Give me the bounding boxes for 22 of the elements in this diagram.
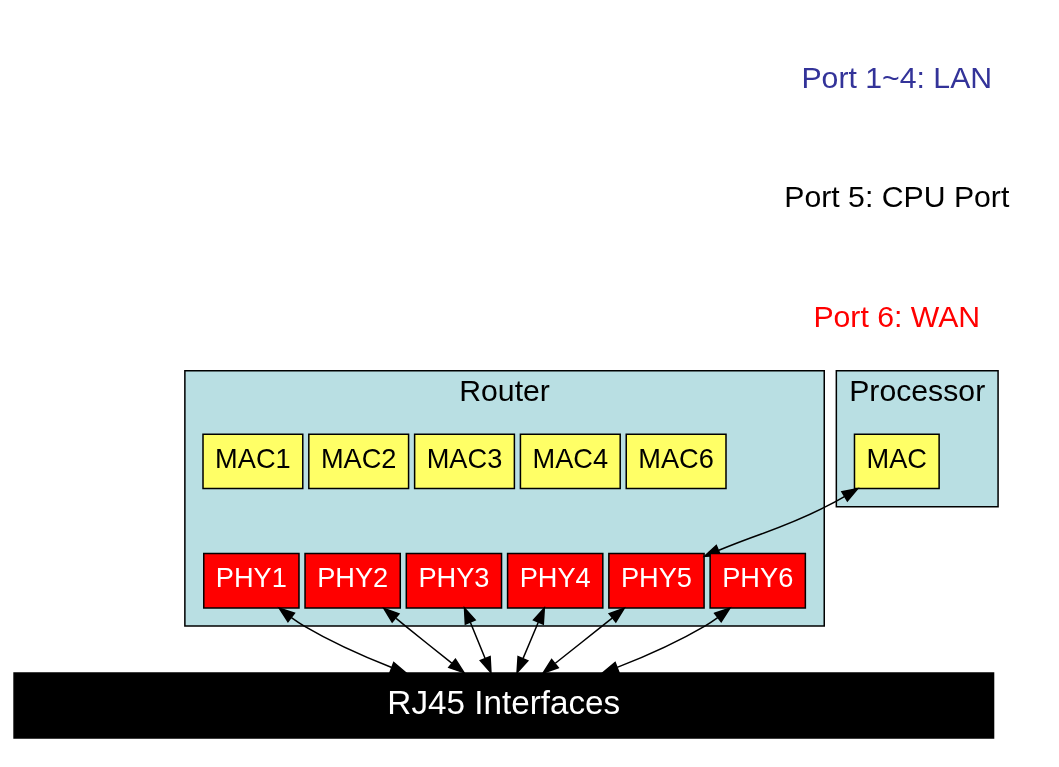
node-box: MAC1: [202, 433, 304, 490]
label: Port 6: WAN: [813, 299, 981, 333]
arrow: [600, 606, 732, 674]
arrow: [382, 606, 466, 675]
node-box: PHY1: [203, 552, 300, 609]
arrow: [541, 606, 627, 675]
node-box: MAC3: [413, 433, 516, 490]
node-box: PHY5: [608, 552, 705, 609]
arrow: [516, 605, 546, 675]
node-box: PHY3: [405, 552, 503, 609]
node-box: PHY2: [304, 552, 401, 609]
label: Port 1~4: LAN: [801, 61, 993, 94]
arrow: [463, 605, 492, 675]
node-box: PHY4: [506, 552, 604, 609]
node-box: MAC6: [625, 433, 727, 490]
node-box: MAC4: [519, 433, 621, 490]
node-box: RJ45 Interfaces: [13, 672, 995, 739]
arrow: [277, 606, 409, 674]
node-box: MAC: [853, 433, 940, 490]
node-box: PHY6: [709, 552, 807, 609]
label: Port 5: CPU Port: [784, 180, 1010, 214]
node-box: MAC2: [308, 433, 410, 490]
